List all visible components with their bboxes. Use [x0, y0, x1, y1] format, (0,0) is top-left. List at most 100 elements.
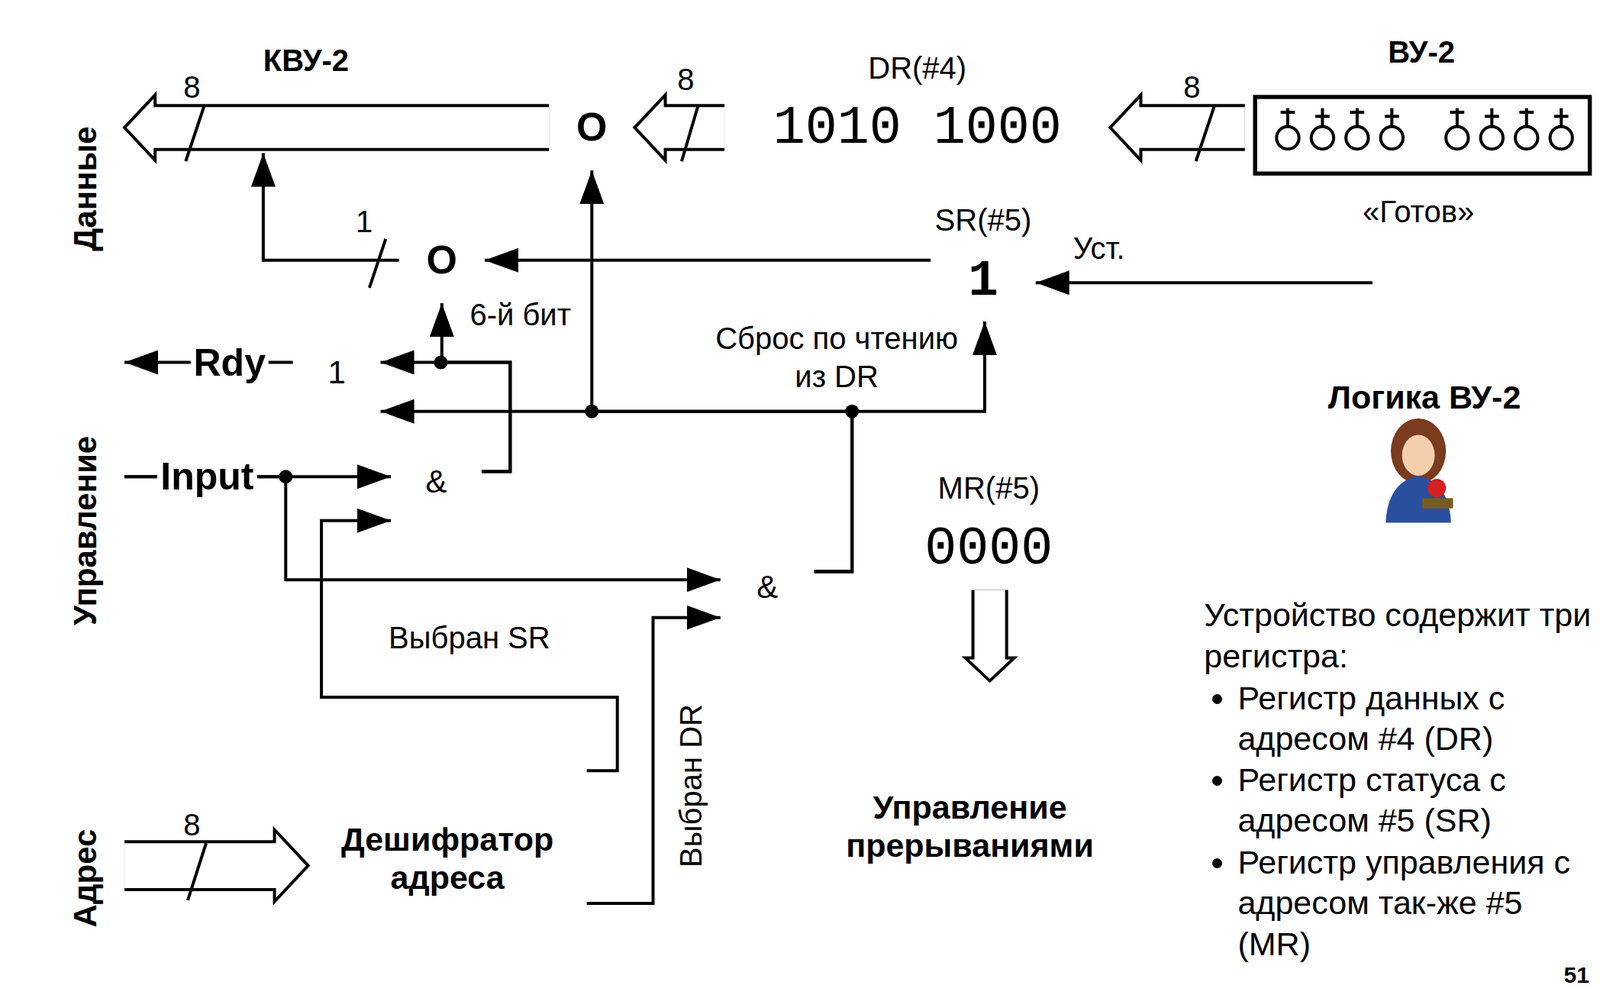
device-block: ВУ-2 «Готов» Логика ВУ-2 [1245, 20, 1599, 562]
signal-wire [587, 617, 721, 904]
signal-wire [263, 153, 400, 261]
register-name: DR(#4) [867, 50, 967, 86]
gate-symbol: 1 [327, 354, 346, 391]
block-title: Логика ВУ-2 [1328, 378, 1522, 417]
gate-symbol: & [756, 568, 778, 606]
switch-lever [1384, 114, 1400, 118]
junction-dot [845, 404, 859, 419]
junction-dot [278, 469, 293, 484]
mode-register: MR(#5)0000 [908, 509, 1070, 590]
switch-lever [1315, 114, 1330, 118]
switch-knob [1276, 126, 1299, 149]
junction-dot [433, 355, 448, 370]
width-slash [185, 106, 204, 162]
bus-width: 1 [355, 202, 373, 241]
bus-arrow [965, 590, 1015, 681]
signal-label: Выбран DR [671, 703, 710, 868]
diamond-outline [401, 219, 483, 301]
note-bullet: Регистр управления с адресом так-же #5 (… [1237, 841, 1595, 965]
wire-path [380, 362, 511, 472]
bus-width: 8 [677, 60, 694, 99]
books [1422, 497, 1453, 508]
or-gate: 1 [293, 341, 381, 442]
signal-wire [380, 411, 853, 572]
device-block-outline [1245, 20, 1599, 562]
switch-knob [1345, 126, 1368, 149]
switch-knob [1311, 126, 1334, 149]
face [1402, 434, 1436, 475]
bus-arrow [634, 94, 725, 161]
note-text: Устройство содержит три регистра: [1203, 594, 1597, 677]
register-name: SR(#5) [935, 202, 1033, 238]
junction-dot [584, 404, 599, 419]
bus-width: 8 [183, 67, 200, 107]
toggle-switches [1276, 108, 1573, 149]
switch-lever [1350, 110, 1365, 114]
switch-lever [1484, 114, 1500, 118]
switch-lever [1554, 114, 1569, 118]
wire-path [1035, 280, 1373, 284]
device-logic: Логика ВУ-2 [1265, 362, 1584, 547]
system-bus: ДанныеУправлениеАдрес [45, 0, 125, 1007]
signal-wire [321, 520, 618, 771]
switch-knob [1445, 126, 1468, 149]
bus-arrow-head [1109, 94, 1141, 161]
wire-path [484, 258, 931, 262]
address-decoder: Дешифратор адреса [308, 714, 588, 1004]
wire-path [263, 153, 400, 261]
gate-symbol: & [425, 463, 447, 500]
bus-width: 8 [183, 805, 200, 844]
and-gate: & [720, 556, 815, 652]
signal-name: Input [157, 452, 257, 501]
register-name: MR(#5) [938, 470, 1040, 506]
signal-label: Выбран SR [388, 618, 551, 657]
diamond-outline [551, 87, 633, 168]
ready-lamp-outline [1372, 236, 1465, 329]
block-title: Управление прерываниями [819, 788, 1120, 865]
tristate-gate: O [399, 217, 485, 304]
status-register: SR(#5)1 [930, 241, 1036, 322]
ready-lamp: «Готов» [1372, 236, 1465, 329]
bus-arrow-fill [150, 106, 549, 148]
switch-knob [1515, 126, 1538, 149]
register-value: 1 [967, 252, 999, 311]
register-value: 0000 [924, 519, 1053, 581]
page-number: 51 [1564, 960, 1590, 990]
switch-panel [1254, 96, 1590, 174]
bus-arrow-fill [124, 842, 280, 888]
bus-width: 8 [1183, 67, 1200, 107]
gate-symbol: O [576, 104, 607, 151]
block-title: ВУ-2 [1387, 34, 1455, 70]
signal-label: Уст. [1073, 229, 1126, 268]
wire-path [380, 411, 853, 572]
block-title: Дешифратор адреса [319, 820, 577, 897]
and-gate: & [390, 451, 482, 552]
signal-wire [484, 259, 931, 261]
signal-name: Rdy [190, 338, 269, 387]
tristate-gate: O [548, 84, 635, 171]
signal-label: 6-й бит [469, 295, 571, 334]
signal-wire [380, 362, 511, 472]
gate-symbol: O [426, 237, 458, 284]
switch-knob [1380, 126, 1404, 149]
bus-arrow [1109, 94, 1245, 161]
switch-lever [1280, 110, 1296, 114]
register-name: «Готов» [1362, 193, 1475, 230]
bus-name: Данные [66, 126, 104, 252]
switch-knob [1480, 126, 1504, 149]
switch-lever [1450, 110, 1465, 114]
register-value: 1010 1000 [773, 98, 1062, 161]
bus-arrow-fill [974, 590, 1006, 663]
bus-name: Адрес [66, 828, 104, 927]
bus-arrow-fill [1135, 106, 1245, 148]
wire-path [587, 617, 721, 904]
width-slash [681, 106, 698, 162]
interrupt-control: Управление прерываниями [809, 680, 1131, 973]
signal-wire [1035, 282, 1373, 284]
width-slash [187, 842, 207, 900]
width-slash [1196, 106, 1215, 162]
data-register: DR(#4)1010 1000 [724, 90, 1110, 169]
person-icon [1385, 418, 1453, 523]
lamp-outer [1374, 238, 1462, 326]
wire-path [321, 520, 618, 771]
